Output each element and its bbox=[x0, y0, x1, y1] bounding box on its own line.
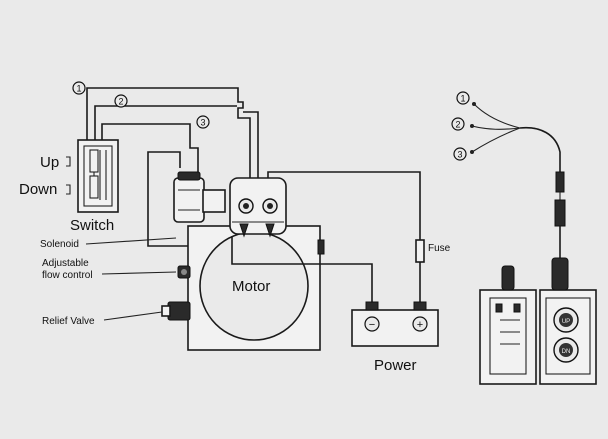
switch-label: Switch bbox=[70, 217, 114, 234]
battery-minus-label: − bbox=[369, 319, 375, 331]
remote-up-button[interactable]: UP bbox=[553, 307, 579, 333]
adjustable-label: Adjustable bbox=[42, 258, 89, 269]
switch-down-label: Down bbox=[19, 181, 57, 198]
flow-control-label: flow control bbox=[42, 270, 93, 281]
battery bbox=[351, 301, 439, 347]
switch-up-terminal bbox=[66, 156, 71, 167]
svg-text:UP: UP bbox=[562, 319, 570, 325]
wire-1 bbox=[86, 87, 251, 178]
remote-wire-1 bbox=[472, 102, 521, 129]
svg-text:1: 1 bbox=[460, 94, 465, 104]
positive-wire bbox=[267, 171, 421, 302]
power-label: Power bbox=[374, 357, 417, 374]
flow-control-fitting bbox=[177, 265, 191, 279]
svg-text:1: 1 bbox=[76, 84, 81, 94]
svg-text:2: 2 bbox=[118, 97, 123, 107]
switch-box bbox=[77, 139, 119, 213]
wire-number-1: 1 bbox=[72, 81, 86, 95]
remote-wire-3 bbox=[470, 127, 521, 154]
remote-down-button[interactable]: DN bbox=[553, 337, 579, 363]
wire-3 bbox=[101, 123, 199, 178]
remote-number-2: 2 bbox=[451, 117, 465, 131]
wire-number-3: 3 bbox=[196, 115, 210, 129]
switch-down-terminal bbox=[66, 184, 71, 195]
battery-plus-label: + bbox=[417, 319, 423, 331]
remote-number-3: 3 bbox=[453, 147, 467, 161]
motor-label: Motor bbox=[232, 278, 270, 295]
switch-up-label: Up bbox=[40, 154, 59, 171]
relief-valve-label: Relief Valve bbox=[42, 316, 95, 327]
motor-body bbox=[187, 225, 325, 351]
svg-text:3: 3 bbox=[200, 118, 205, 128]
ground-wire bbox=[231, 236, 373, 302]
solenoid-valve bbox=[173, 171, 226, 223]
remote-wire-2 bbox=[470, 124, 521, 130]
wire-2 bbox=[94, 105, 259, 178]
svg-text:DN: DN bbox=[562, 349, 571, 355]
relief-valve-fitting bbox=[161, 301, 191, 321]
relief-valve-leader bbox=[103, 311, 163, 321]
solenoid-leader bbox=[85, 237, 177, 245]
fuse bbox=[415, 239, 425, 263]
solenoid-label: Solenoid bbox=[40, 239, 79, 250]
svg-text:3: 3 bbox=[457, 150, 462, 160]
wire-number-2: 2 bbox=[114, 94, 128, 108]
motor-solenoid-top bbox=[229, 177, 287, 238]
svg-text:2: 2 bbox=[455, 120, 460, 130]
remote-junction-box bbox=[479, 265, 537, 385]
remote-cable bbox=[519, 126, 566, 258]
remote-control-handset bbox=[539, 257, 597, 385]
remote-number-1: 1 bbox=[456, 91, 470, 105]
fuse-label: Fuse bbox=[428, 243, 451, 254]
flow-control-leader bbox=[101, 271, 177, 275]
